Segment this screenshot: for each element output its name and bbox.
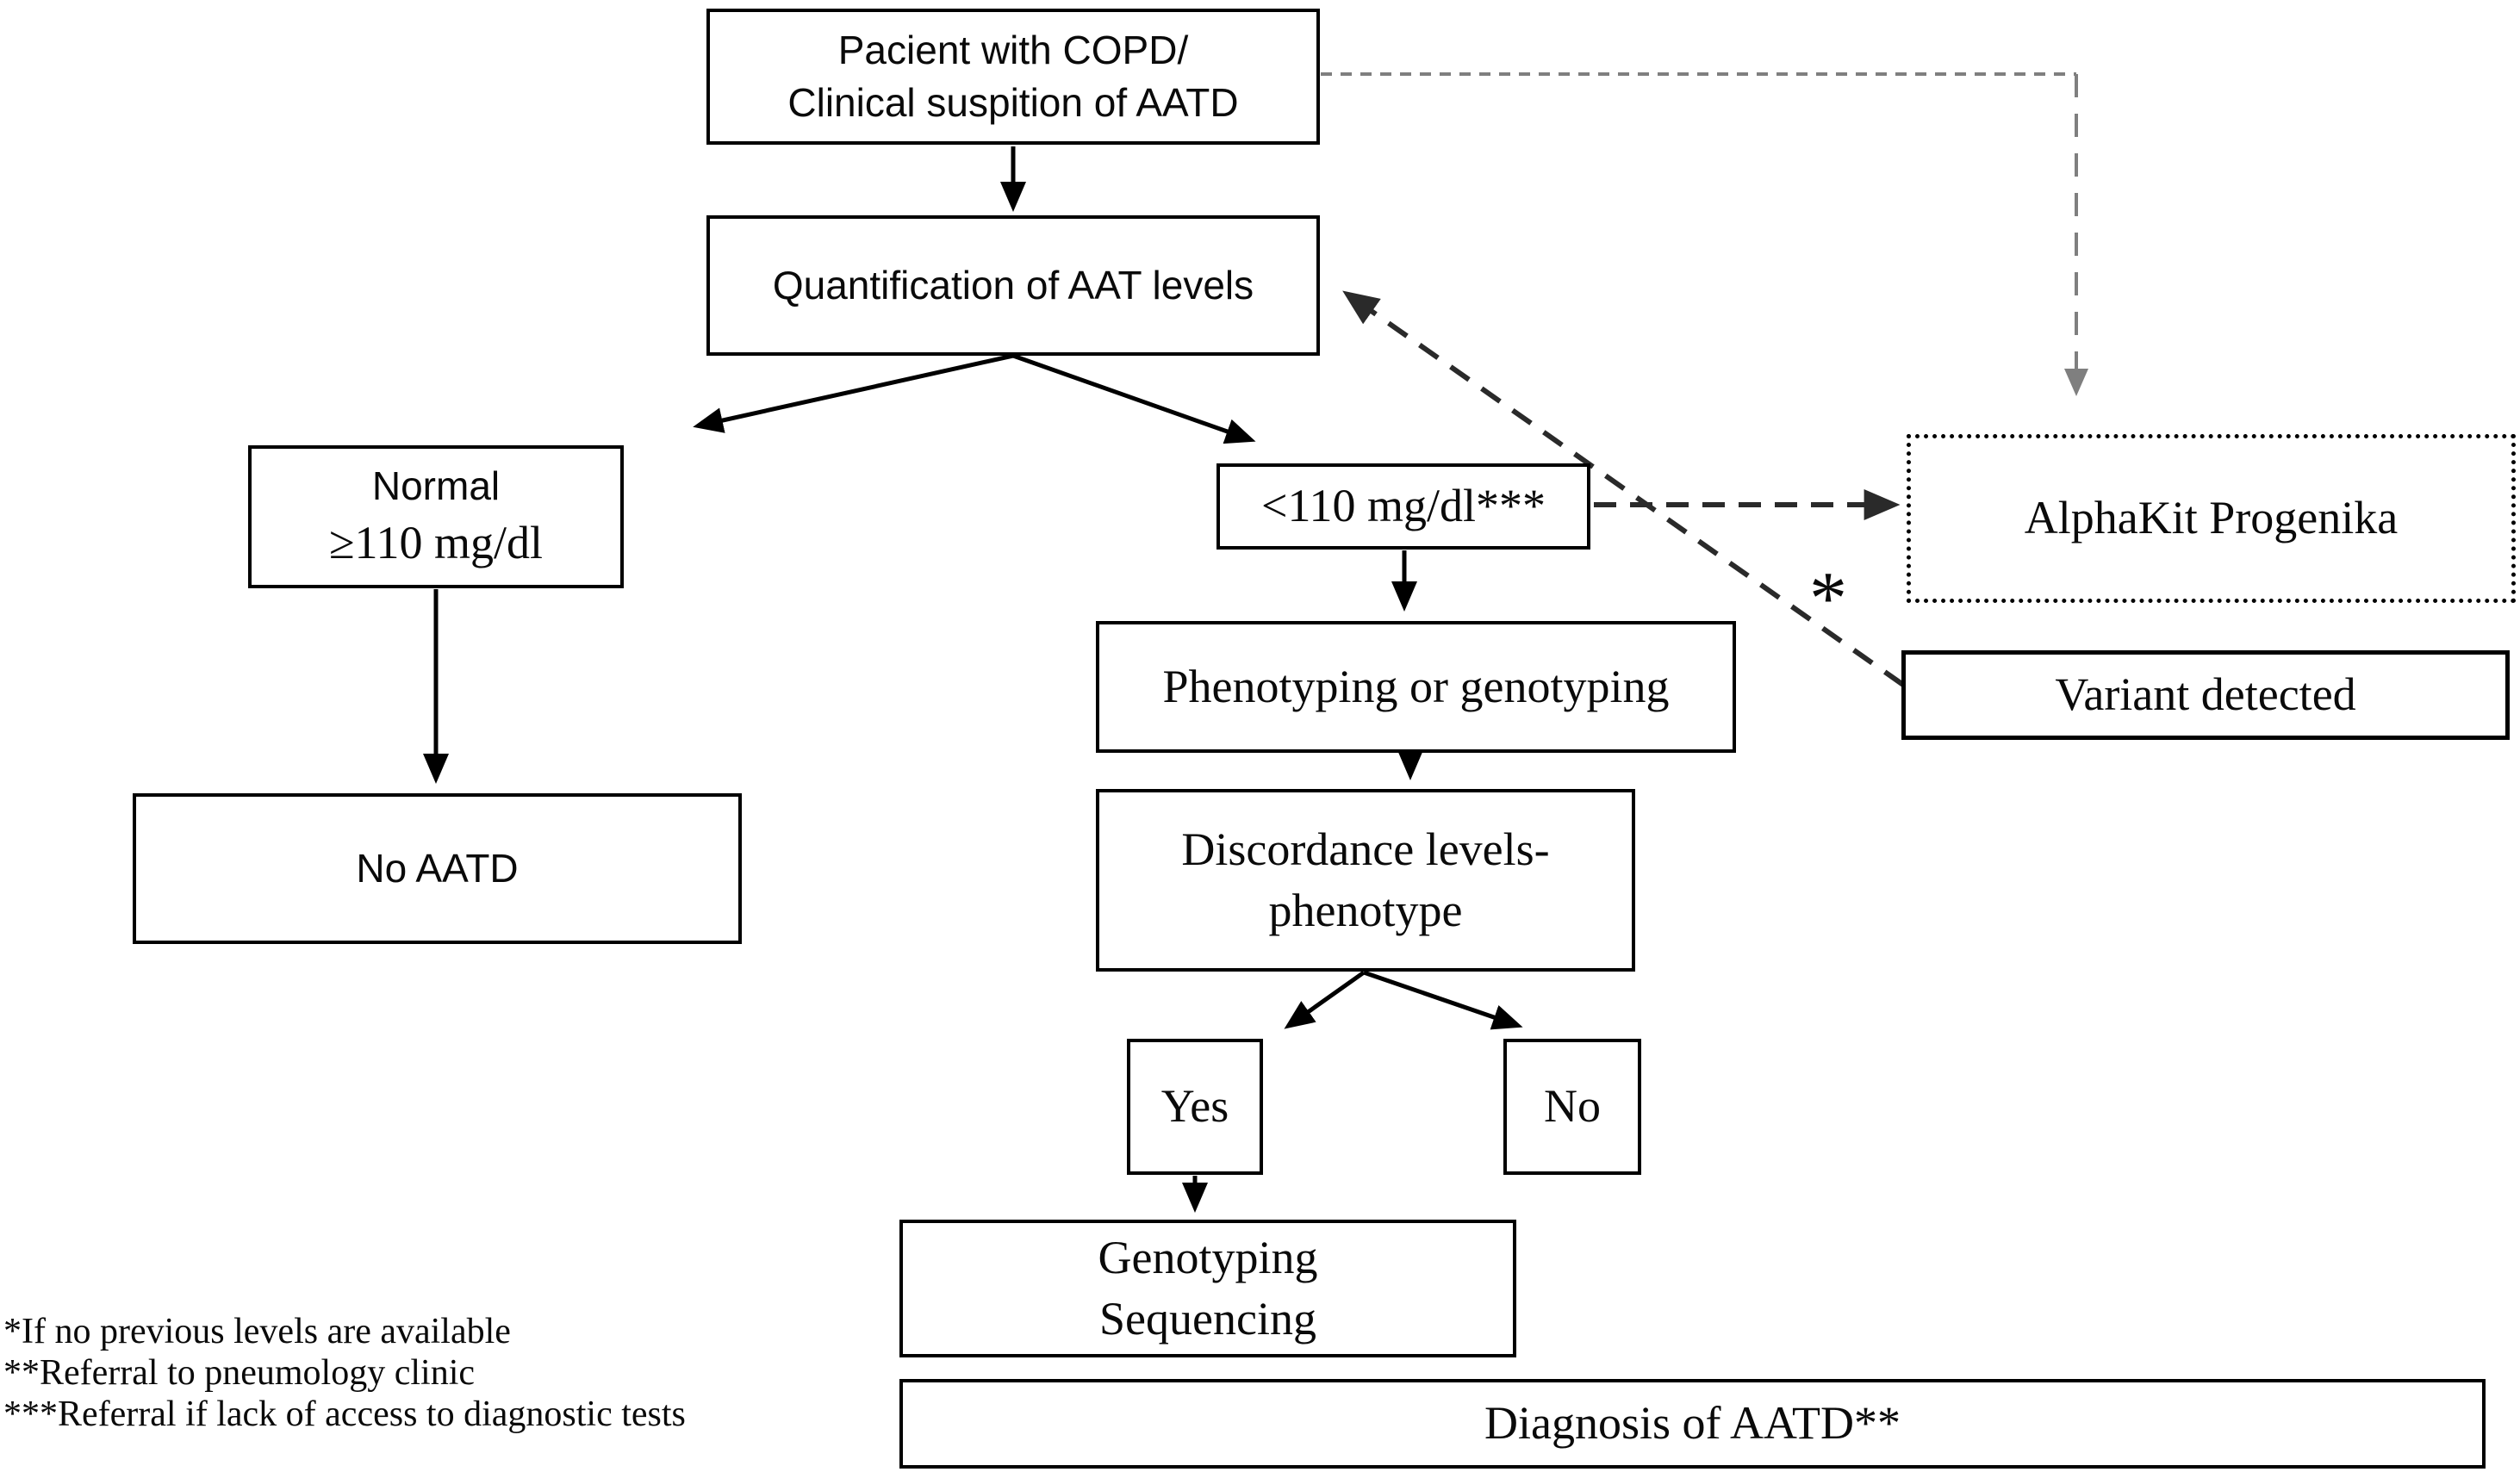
node-phenotyping-label: Phenotyping or genotyping (1162, 660, 1670, 712)
node-alphakit-progenika: AlphaKit Progenika (1907, 434, 2516, 603)
node-quantification: Quantification of AAT levels (706, 215, 1320, 356)
node-yes: Yes (1127, 1039, 1263, 1175)
node-quantification-label: Quantification of AAT levels (772, 263, 1254, 308)
node-normal-line1: Normal (371, 463, 501, 508)
node-low-levels: <110 mg/dl*** (1216, 463, 1590, 550)
node-phenotyping: Phenotyping or genotyping (1096, 621, 1736, 753)
node-genotyping-sequencing: Genotyping Sequencing (899, 1220, 1516, 1357)
node-diagnosis: Diagnosis of AATD** (899, 1379, 2486, 1469)
node-yes-label: Yes (1160, 1080, 1229, 1133)
node-genotyping-line2: Sequencing (1099, 1293, 1316, 1345)
node-patient-line1: Pacient with COPD/ (837, 28, 1189, 73)
arrow-quantification-to-normal (693, 353, 1014, 433)
node-no-label: No (1544, 1080, 1601, 1133)
node-normal-line2: ≥110 mg/dl (328, 516, 544, 568)
node-normal-levels: Normal ≥110 mg/dl (248, 445, 624, 588)
node-discordance: Discordance levels- phenotype (1096, 789, 1635, 972)
node-alphakit-label: AlphaKit Progenika (2024, 492, 2399, 544)
asterisk-annotation: * (1809, 557, 1847, 641)
node-genotyping-line1: Genotyping (1098, 1231, 1318, 1283)
node-low-levels-label: <110 mg/dl*** (1261, 480, 1546, 532)
node-patient-copd: Pacient with COPD/ Clinical suspition of… (706, 9, 1320, 145)
footnote-1: *If no previous levels are available (3, 1312, 511, 1351)
node-variant-label: Variant detected (2055, 668, 2356, 721)
node-no-aatd: No AATD (133, 793, 742, 944)
node-no-aatd-label: No AATD (356, 846, 519, 891)
arrow-quantification-to-low (1012, 353, 1256, 444)
footnote-3: ***Referral if lack of access to diagnos… (3, 1394, 686, 1434)
arrow-discordance-to-no (1363, 970, 1523, 1030)
footnotes-block: *If no previous levels are available **R… (3, 1311, 686, 1435)
node-discordance-line1: Discordance levels- (1181, 823, 1550, 875)
node-variant-detected: Variant detected (1901, 650, 2510, 740)
footnote-2: **Referral to pneumology clinic (3, 1353, 476, 1393)
arrow-discordance-to-yes (1284, 970, 1366, 1029)
node-patient-line2: Clinical suspition of AATD (787, 80, 1239, 125)
node-discordance-line2: phenotype (1268, 885, 1463, 936)
node-diagnosis-label: Diagnosis of AATD** (1484, 1397, 1901, 1450)
node-no: No (1503, 1039, 1641, 1175)
